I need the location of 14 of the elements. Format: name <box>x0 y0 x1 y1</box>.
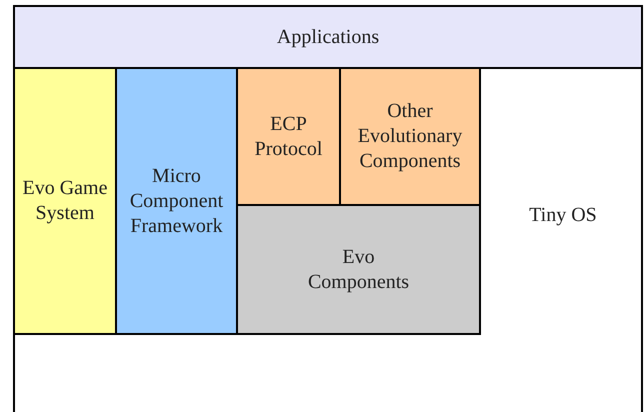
system-frame <box>13 5 643 412</box>
node-label: ECP Protocol <box>254 112 324 162</box>
node-label: Evo Game System <box>22 176 108 226</box>
component-box <box>339 67 481 206</box>
node-label: Micro Component Framework <box>128 164 224 238</box>
node-label: Tiny OS <box>528 203 598 227</box>
component-box <box>115 67 238 335</box>
component-box <box>236 204 481 335</box>
node-label: Other Evolutionary Components <box>356 99 464 174</box>
component-box <box>236 67 341 206</box>
component-box <box>13 67 117 335</box>
node-label: Evo Components <box>306 244 410 294</box>
component-box <box>13 5 643 69</box>
node-label: Applications <box>276 24 380 50</box>
